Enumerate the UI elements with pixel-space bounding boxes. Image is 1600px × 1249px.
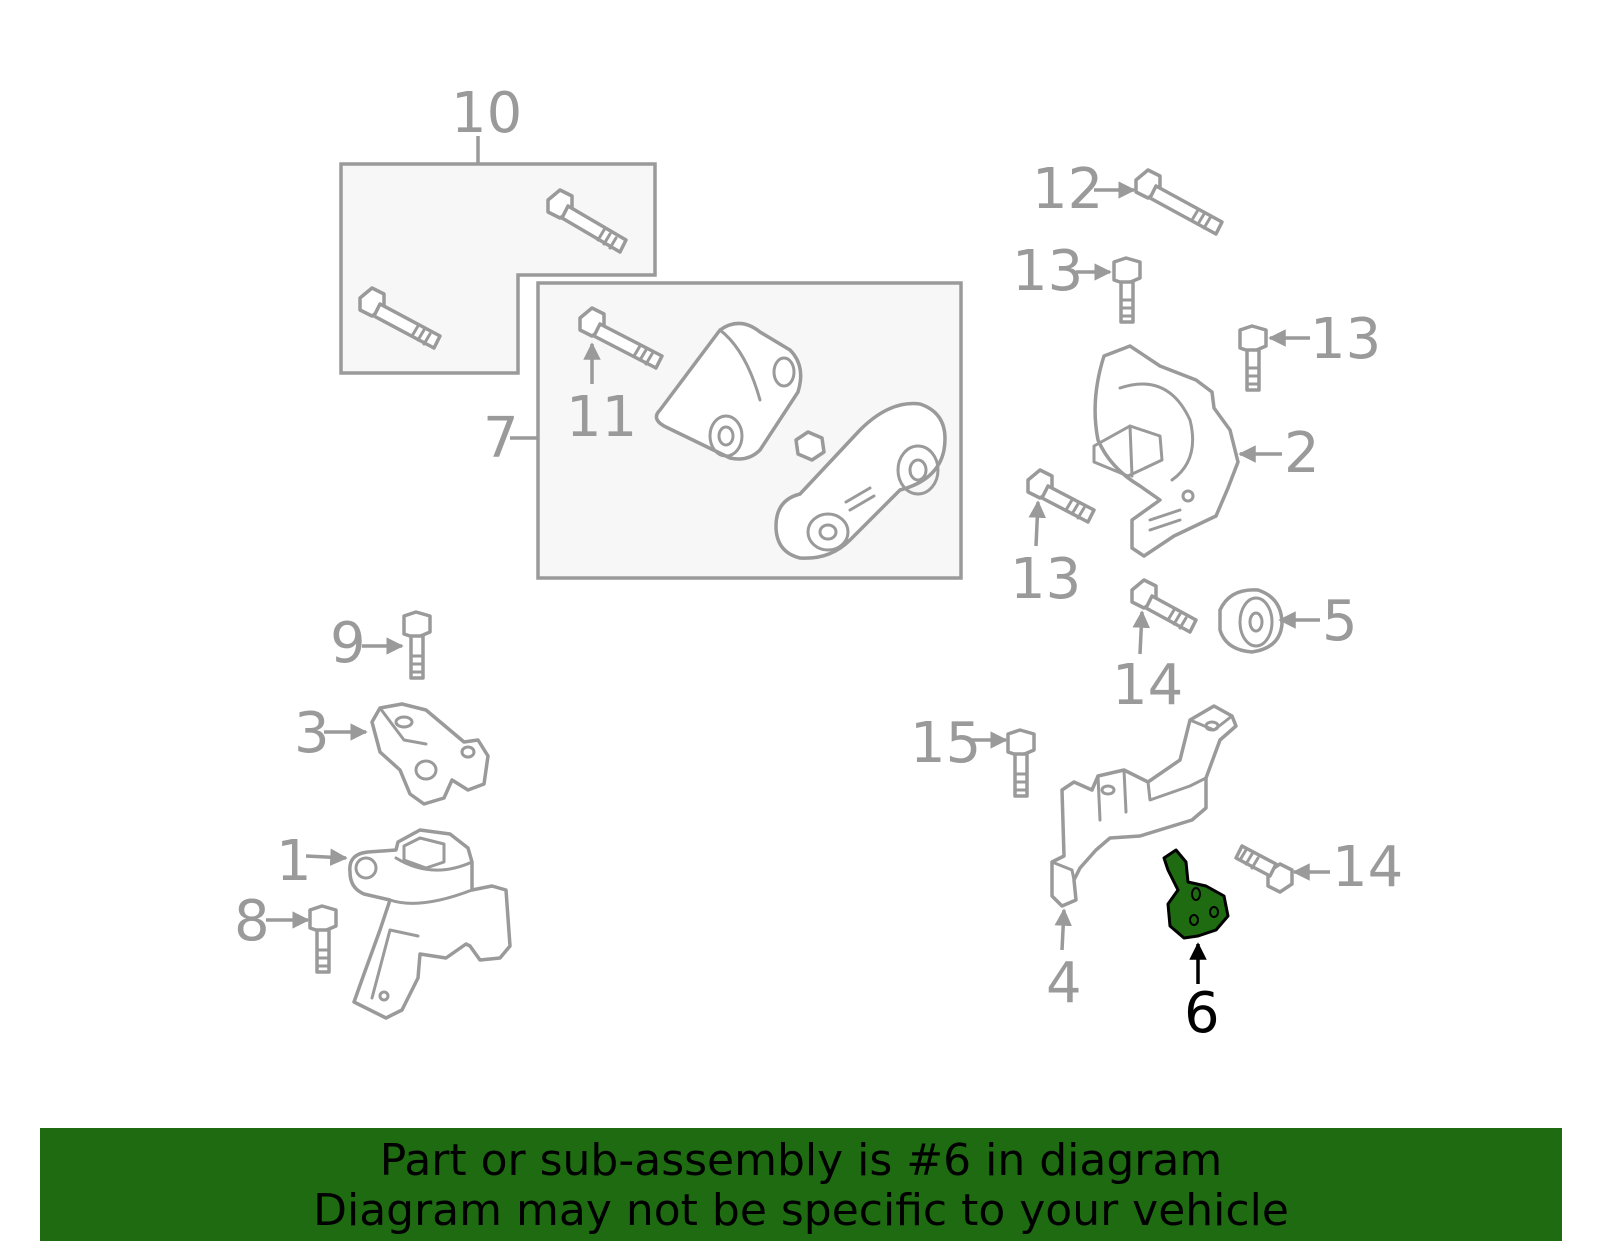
mount-2 [1092,344,1240,558]
callout-14-b: 14 [1332,835,1403,900]
callout-13-b: 13 [1310,307,1381,372]
callout-8: 8 [234,889,270,954]
callout-1: 1 [276,829,312,894]
part-6-highlighted [1162,848,1230,940]
nut [794,430,826,462]
callout-15: 15 [910,711,981,776]
callout-3: 3 [294,701,330,766]
bolt-11 [578,306,664,370]
bolt-8 [308,904,338,974]
bolt-13-lower [1026,468,1096,524]
callout-9: 9 [330,611,366,676]
callout-11: 11 [566,385,637,450]
kit-bolt-lower [358,286,442,350]
callout-6: 6 [1184,981,1220,1046]
bolt-9 [402,610,432,680]
bolt-12 [1134,168,1224,236]
bolt-13-right [1238,324,1268,392]
bolt-14-upper [1130,578,1198,634]
bolt-14-lower [1234,844,1294,894]
bushing-5 [1218,588,1284,654]
callout-13-a: 13 [1012,239,1083,304]
bolt-15 [1006,728,1036,798]
info-banner: Part or sub-assembly is #6 in diagram Di… [40,1128,1562,1241]
callout-10: 10 [451,81,522,146]
callout-12: 12 [1032,157,1103,222]
callout-7: 7 [483,406,519,471]
bracket-4 [1050,704,1238,908]
banner-line-1: Part or sub-assembly is #6 in diagram [379,1135,1223,1186]
callout-14-a: 14 [1112,653,1183,718]
callout-4: 4 [1046,951,1082,1016]
torque-rod [774,401,947,560]
callout-5: 5 [1322,589,1358,654]
bolt-13-upper [1112,256,1142,324]
bushing-mount [654,321,803,461]
banner-line-2: Diagram may not be specific to your vehi… [313,1185,1289,1236]
mount-3 [370,702,490,806]
callout-2: 2 [1284,421,1320,486]
kit-bolt-upper [546,188,628,254]
callout-13-c: 13 [1010,547,1081,612]
mount-1 [348,828,512,1020]
